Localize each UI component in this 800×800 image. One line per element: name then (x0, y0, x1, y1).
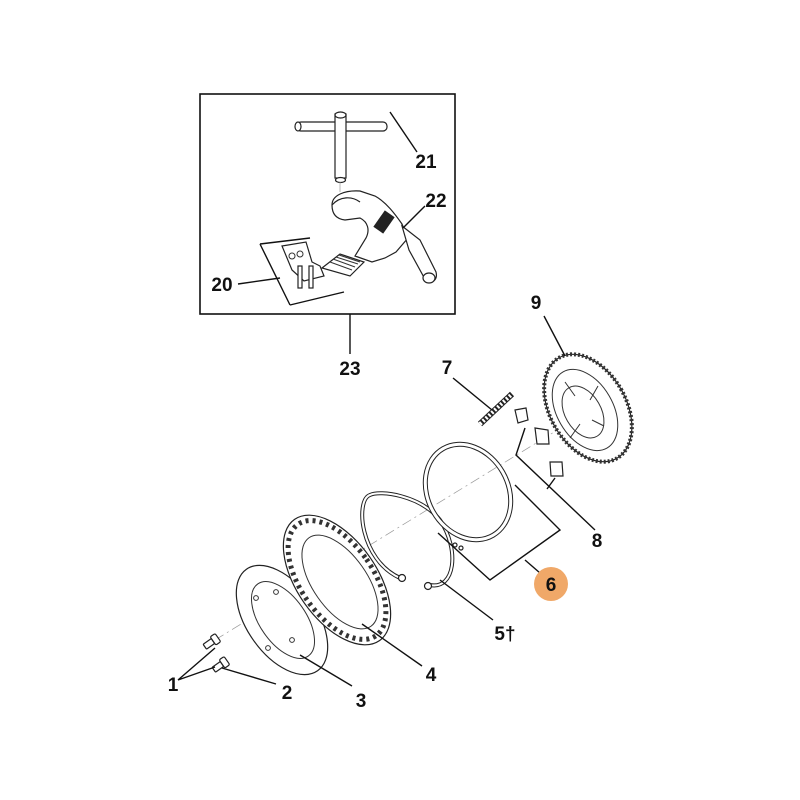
callout-1: 1 (168, 675, 179, 696)
callout-4: 4 (426, 665, 437, 686)
callout-8: 8 (592, 531, 603, 552)
bracket-20 (259, 237, 345, 306)
spring-part (477, 391, 515, 427)
thin-ring-part (422, 441, 514, 551)
inset-frame (199, 93, 456, 315)
callout-20: 20 (211, 275, 232, 296)
leader-lines (177, 111, 596, 687)
tool-assembly-inset (199, 93, 456, 315)
callout-23: 23 (339, 359, 360, 380)
snap-ring-part (360, 491, 455, 591)
jaw-insert-part (281, 241, 325, 289)
screw-part (202, 633, 230, 673)
t-handle-part (294, 111, 388, 196)
assembly-centerline (214, 409, 591, 641)
clamp-tool-part (320, 190, 437, 284)
callout-2: 2 (282, 683, 293, 704)
callout-22: 22 (425, 191, 446, 212)
highlight-marker-6 (534, 567, 568, 601)
die-head-part (542, 352, 634, 464)
callout-5: 5† (494, 624, 515, 645)
callout-9: 9 (531, 293, 542, 314)
callout-3: 3 (356, 691, 367, 712)
callout-6: 6 (546, 575, 557, 596)
toothed-ring-part (282, 514, 392, 646)
callout-labels: 21 22 20 23 7 9 8 6 5† 4 3 2 1 (168, 152, 603, 712)
callout-7: 7 (442, 358, 453, 379)
callout-21: 21 (415, 152, 437, 173)
small-jaw-parts (514, 407, 564, 477)
